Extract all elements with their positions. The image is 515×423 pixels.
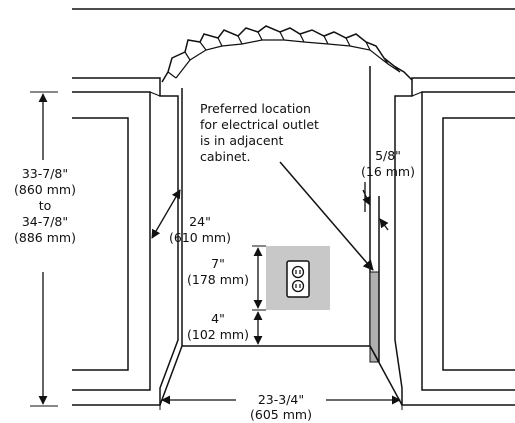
diagonal-dim-text-2: (610 mm)	[169, 230, 231, 245]
height-dim-text-4: 34-7/8"	[22, 214, 68, 229]
height-dim-text-2: (860 mm)	[14, 182, 76, 197]
torn-wall-edge	[161, 25, 413, 83]
outlet-offset-text-1: 4"	[211, 311, 225, 326]
outlet-height-text-1: 7"	[211, 256, 225, 271]
outlet-offset-label: 4" (102 mm)	[187, 311, 249, 342]
right-cabinet	[394, 77, 515, 406]
depth-dim-text-1: 5/8"	[375, 148, 401, 163]
callout-line-3: is in adjacent	[200, 133, 284, 148]
height-dim-text-5: (886 mm)	[14, 230, 76, 245]
height-dim-text-1: 33-7/8"	[22, 166, 68, 181]
outlet-height-label: 7" (178 mm)	[187, 256, 249, 287]
height-dim-label: 33-7/8" (860 mm) to 34-7/8" (886 mm)	[14, 166, 76, 245]
callout-leader	[279, 161, 374, 271]
height-dim-text-3: to	[39, 198, 52, 213]
diagonal-dim-text-1: 24"	[189, 214, 211, 229]
callout-text: Preferred location for electrical outlet…	[200, 101, 319, 164]
callout-line-2: for electrical outlet	[200, 117, 319, 132]
width-dim-label: 23-3/4" (605 mm)	[250, 392, 312, 422]
callout-line-4: cabinet.	[200, 149, 250, 164]
floor-outline	[159, 345, 403, 406]
depth-dim-label: 5/8" (16 mm)	[361, 148, 415, 179]
diagonal-dim-line	[151, 189, 181, 239]
depth-dim-text-2: (16 mm)	[361, 164, 415, 179]
callout-line-1: Preferred location	[200, 101, 311, 116]
outlet-offset-text-2: (102 mm)	[187, 327, 249, 342]
left-cabinet	[72, 77, 179, 406]
width-dim-text-1: 23-3/4"	[258, 392, 304, 407]
diagonal-dim-label: 24" (610 mm)	[169, 214, 231, 245]
outlet-height-text-2: (178 mm)	[187, 272, 249, 287]
width-dim-text-2: (605 mm)	[250, 407, 312, 422]
electrical-outlet-icon	[266, 246, 330, 310]
